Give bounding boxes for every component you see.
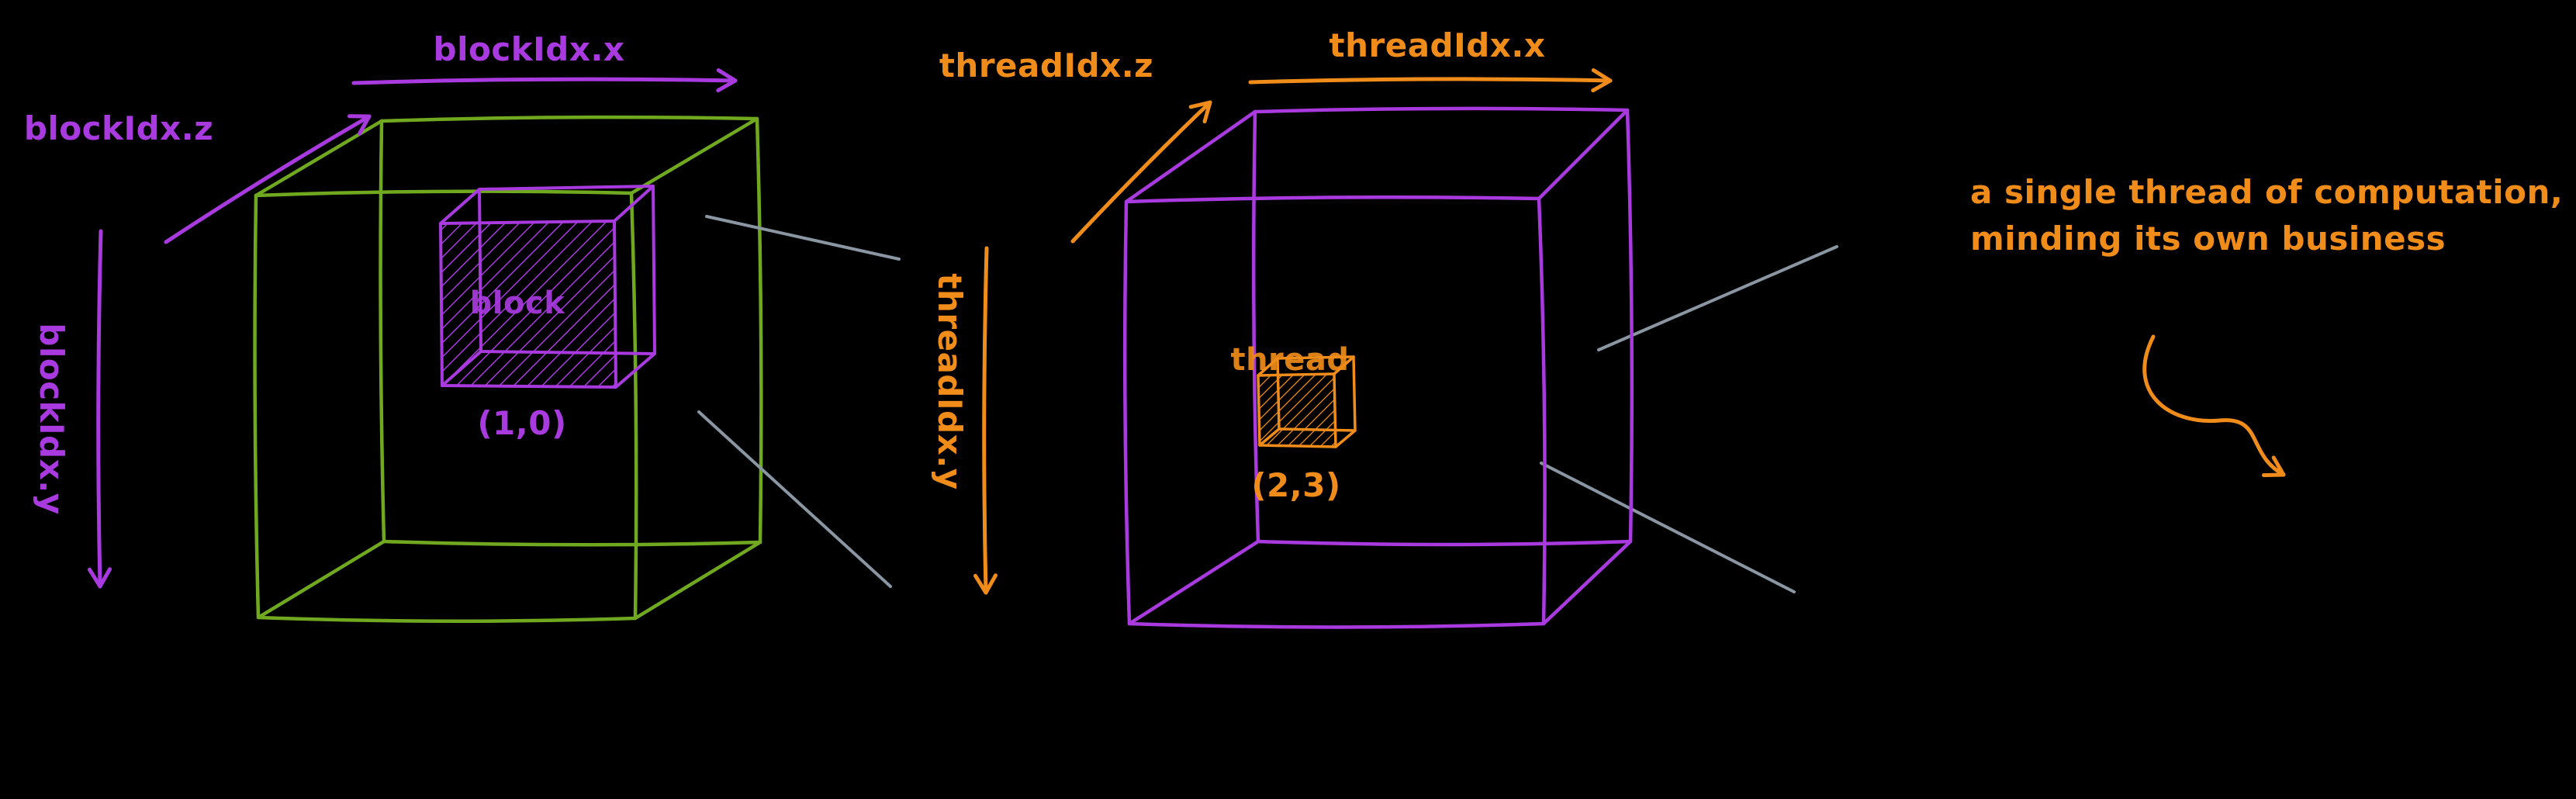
thread-index-label: (2,3) xyxy=(1251,466,1340,504)
grid-cube-depth-edges xyxy=(254,116,762,621)
thread-label: thread xyxy=(1230,342,1349,378)
zoom-line-block-top xyxy=(705,215,901,261)
zoom-line-thread-top xyxy=(1597,245,1838,351)
single-thread-annotation: a single thread of computation, minding … xyxy=(1970,173,2563,478)
selected-block-depth-edges xyxy=(439,185,656,389)
selected-thread-front-face-hatched xyxy=(1257,372,1337,448)
thread-axes-arrows xyxy=(973,68,1613,595)
block-axes-arrows xyxy=(88,68,738,589)
thread-block-depth-edges xyxy=(1124,108,1633,626)
grid-cube xyxy=(253,115,763,624)
zoom-callout-lines xyxy=(697,215,1838,593)
blockidx-y-arrow xyxy=(88,229,112,589)
annotation-line2: minding its own business xyxy=(1970,220,2446,258)
squiggle-arrow xyxy=(2142,334,2286,478)
threadidx-z-arrow xyxy=(1070,100,1212,244)
zoom-line-thread-bottom xyxy=(1540,462,1796,593)
blockidx-x-arrow xyxy=(351,68,738,93)
blockidx-z-arrow xyxy=(164,114,372,244)
blockidx-x-label: blockIdx.x xyxy=(434,30,625,68)
threadidx-x-arrow xyxy=(1248,68,1613,93)
blockidx-y-label: blockIdx.y xyxy=(33,323,71,514)
threadidx-z-label: threadIdx.z xyxy=(939,47,1153,85)
grid-of-blocks-diagram: block (1,0) blockIdx.x blockIdx.z blockI… xyxy=(24,30,763,624)
block-index-label: (1,0) xyxy=(477,404,566,442)
blockidx-z-label: blockIdx.z xyxy=(24,109,213,147)
thread-block-cube xyxy=(1122,106,1634,629)
selected-thread-depth-edges xyxy=(1257,355,1357,448)
annotation-line1: a single thread of computation, xyxy=(1970,173,2563,211)
selected-block-front-face-hatched xyxy=(439,220,617,389)
selected-thread-cube xyxy=(1257,355,1357,448)
threadidx-y-label: threadIdx.y xyxy=(931,273,969,489)
zoom-line-block-bottom xyxy=(697,410,892,588)
block-of-threads-diagram: thread (2,3) threadIdx.x threadIdx.z thr… xyxy=(931,26,1634,629)
threadidx-x-label: threadIdx.x xyxy=(1329,26,1546,64)
threadidx-y-arrow xyxy=(973,246,998,595)
